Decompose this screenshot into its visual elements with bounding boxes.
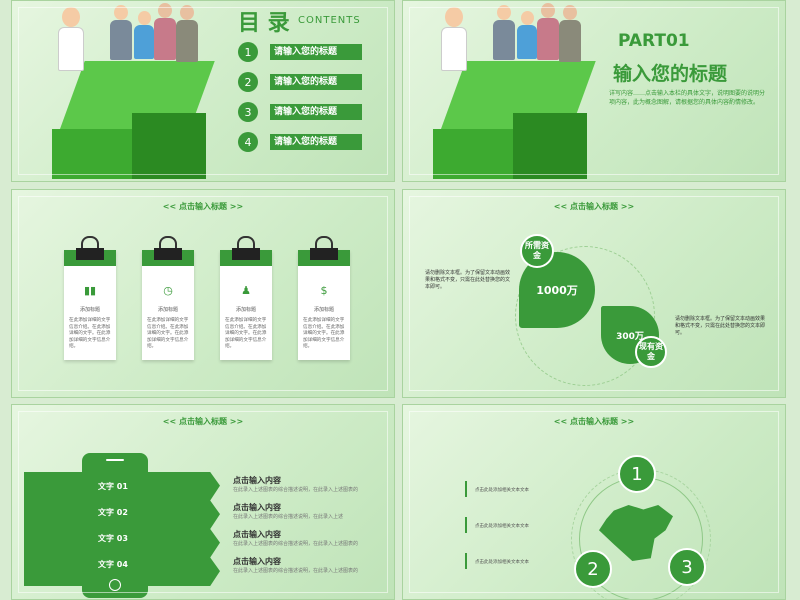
row-desc: 在此录入上述图表的综合描述说明，在此录入上述	[233, 514, 344, 520]
slide-header: << 点击输入标题 >>	[162, 417, 244, 426]
row-label: 文字 01	[98, 482, 128, 491]
toc-number: 2	[233, 67, 263, 97]
dollar-icon: $	[320, 284, 328, 297]
row-title: 点击输入内容	[233, 476, 281, 485]
binder-clip-icon	[159, 236, 177, 256]
dashed-ring	[515, 246, 655, 386]
binder-clip-icon	[81, 236, 99, 256]
toc-title: 目 录	[238, 11, 290, 36]
info-card: ◷ 添加标题 在此添加详细的文字信息介绍。在此添加详细的文字。在此添加详细的文字…	[142, 236, 194, 360]
right-text: 请勿删除文本框。为了保留文本动画效果和格式不变，只需在此处替换您的文本即可。	[675, 316, 766, 336]
row-desc: 在此录入上述图表的综合描述说明，在此录入上述图表的	[233, 487, 359, 493]
item-text: 点击此处添加相关文本文本	[475, 560, 529, 565]
toc-number: 1	[233, 37, 263, 67]
item-marker	[465, 517, 467, 533]
toc-item-label: 请输入您的标题	[270, 74, 362, 90]
slide-header: << 点击输入标题 >>	[553, 202, 635, 211]
toc-item-label: 请输入您的标题	[270, 134, 362, 150]
binder-clip-icon	[237, 236, 255, 256]
part-description: 详写内容……点击输入本栏的具体文字，说明图要的说明分项内容，此为概念图解，请根据…	[609, 90, 766, 106]
phone-graphic	[82, 453, 148, 598]
toc-item[interactable]: 1 请输入您的标题	[233, 37, 362, 67]
card-title: 添加标题	[157, 307, 178, 313]
row-title: 点击输入内容	[233, 557, 281, 566]
home-button-icon	[109, 579, 121, 591]
row-label: 文字 02	[98, 508, 128, 517]
item-marker	[465, 553, 467, 569]
card-title: 添加标题	[313, 307, 334, 313]
have-funds-label: 现有资金	[635, 336, 667, 368]
number-circle: 1	[618, 455, 656, 493]
info-card: ♟ 添加标题 在此添加详细的文字信息介绍。在此添加详细的文字。在此添加详细的文字…	[220, 236, 272, 360]
row-title: 点击输入内容	[233, 503, 281, 512]
number-circle: 2	[574, 550, 612, 588]
binder-clip-icon	[315, 236, 333, 256]
card-body: 在此添加详细的文字信息介绍。在此添加详细的文字。在此添加详细的文字信息介绍。	[69, 318, 111, 349]
cross-illustration	[32, 41, 222, 181]
card-title: 添加标题	[235, 307, 256, 313]
slide-thumbnail-map[interactable]: << 点击输入标题 >> 点击此处添加相关文本文本 点击此处添加相关文本文本 点…	[402, 404, 786, 600]
item-text: 点击此处添加相关文本文本	[475, 488, 529, 493]
toc-item[interactable]: 2 请输入您的标题	[233, 67, 362, 97]
cross-illustration	[413, 41, 603, 181]
toc-number: 4	[233, 127, 263, 157]
card-body: 在此添加详细的文字信息介绍。在此添加详细的文字。在此添加详细的文字信息介绍。	[225, 318, 267, 349]
need-funds-label: 所需资金	[520, 234, 554, 268]
slide-thumbnail-phone-list[interactable]: << 点击输入标题 >> 文字 01 文字 02 文字 03 文字 04 点击输…	[11, 404, 395, 600]
row-desc: 在此录入上述图表的综合描述说明，在此录入上述图表的	[233, 568, 359, 574]
toc-number: 3	[233, 97, 263, 127]
slide-thumbnail-toc[interactable]: 目 录 CONTENTS 1 请输入您的标题 2 请输入您的标题 3 请输入您的…	[11, 0, 395, 182]
toc-item-label: 请输入您的标题	[270, 44, 362, 60]
chart-icon: ▮▮	[84, 284, 97, 297]
item-text: 点击此处添加相关文本文本	[475, 524, 529, 529]
row-label: 文字 04	[98, 560, 128, 569]
part-title: 输入您的标题	[613, 63, 728, 85]
slide-header: << 点击输入标题 >>	[162, 202, 244, 211]
row-title: 点击输入内容	[233, 530, 281, 539]
card-body: 在此添加详细的文字信息介绍。在此添加详细的文字。在此添加详细的文字信息介绍。	[303, 318, 345, 349]
part-label: PART01	[618, 31, 690, 51]
row-desc: 在此录入上述图表的综合描述说明，在此录入上述图表的	[233, 541, 359, 547]
info-card: $ 添加标题 在此添加详细的文字信息介绍。在此添加详细的文字。在此添加详细的文字…	[298, 236, 350, 360]
left-text: 请勿删除文本框。为了保留文本动画效果和格式不变，只需在此处替换您的文本即可。	[425, 270, 511, 290]
row-label: 文字 03	[98, 534, 128, 543]
slide-thumbnail-funding[interactable]: << 点击输入标题 >> 1000万 所需资金 300万 现有资金 请勿删除文本…	[402, 189, 786, 398]
card-title: 添加标题	[79, 307, 100, 313]
slide-thumbnail-part[interactable]: PART01 输入您的标题 详写内容……点击输入本栏的具体文字，说明图要的说明分…	[402, 0, 786, 182]
toc-subtitle: CONTENTS	[298, 15, 361, 26]
user-icon: ♟	[241, 284, 251, 297]
toc-item[interactable]: 3 请输入您的标题	[233, 97, 362, 127]
toc-item-label: 请输入您的标题	[270, 104, 362, 120]
info-card: ▮▮ 添加标题 在此添加详细的文字信息介绍。在此添加详细的文字。在此添加详细的文…	[64, 236, 116, 360]
slide-header: << 点击输入标题 >>	[553, 417, 635, 426]
toc-item[interactable]: 4 请输入您的标题	[233, 127, 362, 157]
card-body: 在此添加详细的文字信息介绍。在此添加详细的文字。在此添加详细的文字信息介绍。	[147, 318, 189, 349]
slide-thumbnail-cards[interactable]: << 点击输入标题 >> ▮▮ 添加标题 在此添加详细的文字信息介绍。在此添加详…	[11, 189, 395, 398]
item-marker	[465, 481, 467, 497]
number-circle: 3	[668, 548, 706, 586]
clock-icon: ◷	[163, 284, 173, 297]
